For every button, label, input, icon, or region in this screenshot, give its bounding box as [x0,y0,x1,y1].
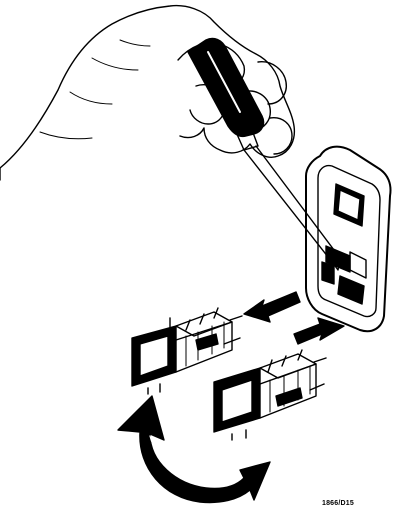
figure-id-label: 1866/D15 [322,500,354,507]
move-right-arrow-icon [294,318,344,344]
fuse-holder-panel-icon [306,147,391,332]
screwdriver-icon [188,38,340,270]
move-left-arrow-icon [244,292,300,322]
fuse-drawer-icon [214,350,326,440]
